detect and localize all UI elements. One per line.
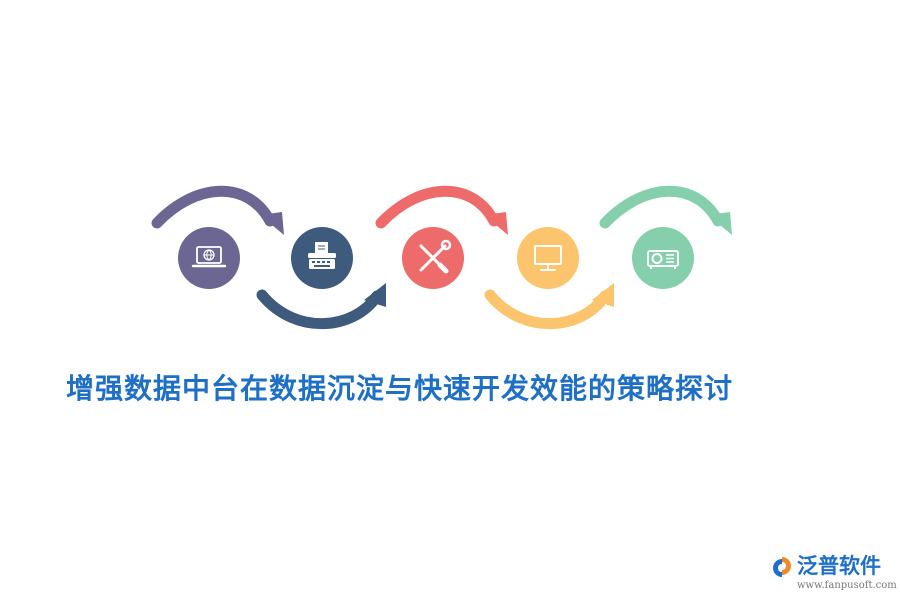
step-4 [517, 227, 579, 289]
brand-logo-icon [773, 557, 791, 577]
step-5 [632, 227, 694, 289]
arrow-4 [484, 283, 614, 330]
step-5-circle [632, 227, 694, 289]
page-title: 增强数据中台在数据沉淀与快速开发效能的策略探讨 [66, 372, 734, 405]
brand-logo: 泛普软件 www.fanpusoft.com [770, 552, 897, 596]
arrow-2 [256, 283, 386, 330]
step-2 [291, 227, 353, 289]
step-1-circle [178, 227, 240, 289]
projector-icon [647, 250, 679, 269]
arrow-3 [375, 185, 508, 235]
step-1 [178, 227, 240, 289]
wrench-screwdriver-icon [419, 239, 452, 274]
laptop-globe-icon [191, 246, 227, 268]
typewriter-icon [308, 242, 336, 269]
arrow-5 [599, 185, 732, 235]
brand-url: www.fanpusoft.com [797, 580, 897, 591]
step-4-circle [517, 227, 579, 289]
monitor-icon [534, 245, 562, 271]
step-3 [402, 227, 464, 289]
brand-name: 泛普软件 [797, 554, 881, 578]
arrow-1 [151, 185, 284, 235]
